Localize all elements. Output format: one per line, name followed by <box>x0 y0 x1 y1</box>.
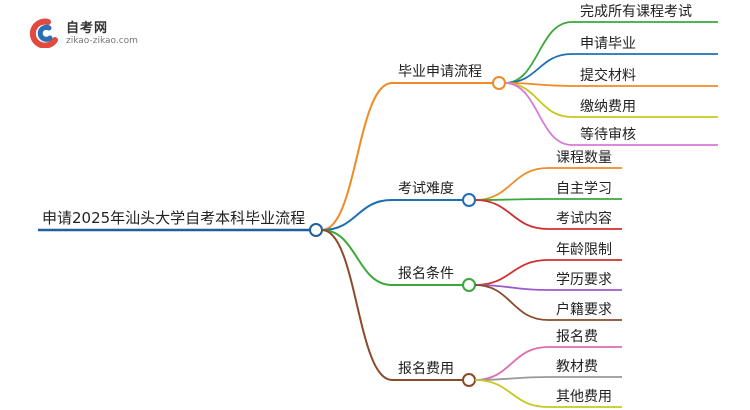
branch-connector <box>321 199 393 231</box>
branch-topic: 考试难度 <box>398 181 454 197</box>
child-topic: 课程数量 <box>556 150 612 166</box>
child-connector <box>474 284 549 321</box>
logo-title: 自考网 <box>66 21 109 36</box>
child-topic: 报名费 <box>556 329 598 345</box>
root-node-circle[interactable] <box>309 223 323 237</box>
child-topic: 提交材料 <box>580 67 636 84</box>
child-topic: 年龄限制 <box>556 242 612 258</box>
logo-url: zikao-zikao.com <box>66 36 138 46</box>
branch-node-circle[interactable] <box>462 373 476 387</box>
child-connector <box>474 379 549 408</box>
branch-connector <box>321 82 393 231</box>
child-topic: 学历要求 <box>556 272 612 288</box>
child-connector <box>474 199 549 230</box>
branch-connector <box>321 229 393 286</box>
child-topic: 户籍要求 <box>556 301 612 318</box>
child-connector <box>474 259 549 286</box>
branch-connector <box>321 229 393 381</box>
branch-node-circle[interactable] <box>462 193 476 207</box>
child-connector <box>474 167 549 201</box>
site-logo[interactable]: 自考网 zikao-zikao.com <box>28 16 140 52</box>
child-topic: 考试内容 <box>556 210 612 227</box>
child-topic: 教材费 <box>556 359 598 375</box>
child-topic: 等待审核 <box>580 126 636 143</box>
branch-topic: 报名条件 <box>398 265 454 282</box>
branch-node-circle[interactable] <box>462 278 476 292</box>
branch-topic: 毕业申请流程 <box>398 64 482 80</box>
child-connector <box>504 82 573 146</box>
root-topic: 申请2025年汕头大学自考本科毕业流程 <box>42 209 305 227</box>
child-connector <box>474 198 549 201</box>
child-connector <box>504 82 573 118</box>
child-topic: 自主学习 <box>556 181 612 197</box>
child-connector <box>474 346 549 381</box>
child-connector <box>504 21 573 84</box>
child-topic: 申请毕业 <box>580 36 636 52</box>
child-topic: 其他费用 <box>556 389 612 405</box>
branch-topic: 报名费用 <box>398 361 454 377</box>
child-topic: 完成所有课程考试 <box>580 4 692 20</box>
child-connector <box>504 53 573 84</box>
child-topic: 缴纳费用 <box>580 99 636 115</box>
branch-node-circle[interactable] <box>492 76 506 90</box>
logo-mark-icon <box>29 18 58 48</box>
